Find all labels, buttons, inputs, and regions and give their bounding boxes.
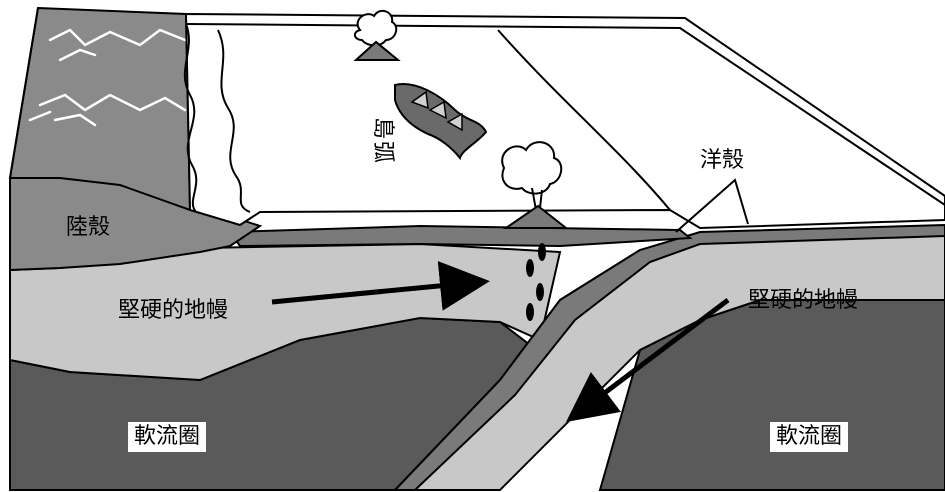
volcano-icon xyxy=(501,141,569,229)
trench-line xyxy=(497,29,671,211)
oceanic-crust-leader xyxy=(675,178,749,233)
direction-arrow-icon xyxy=(566,298,730,423)
oceanic-crust-band xyxy=(392,223,945,491)
plate-top-edge xyxy=(185,23,945,206)
coastline-2 xyxy=(217,29,251,213)
island-arc-volcanoes xyxy=(410,90,463,132)
forearc-crust xyxy=(228,224,693,248)
river-network xyxy=(28,28,187,127)
label-oceanic-crust: 洋殼 xyxy=(700,148,745,173)
label-lithosphere-left: 堅硬的地幔 xyxy=(118,298,229,323)
label-asthenosphere-right: 軟流圈 xyxy=(770,422,849,452)
coastline-1 xyxy=(183,23,198,213)
earthquake-marker-icon xyxy=(526,243,546,321)
label-asthenosphere-left: 軟流圈 xyxy=(128,422,207,452)
label-continental-crust: 陸殼 xyxy=(66,215,111,240)
label-island-arc: 島弧 xyxy=(370,117,395,166)
label-lithosphere-right: 堅硬的地幔 xyxy=(748,288,859,313)
volcano-icon xyxy=(353,9,401,61)
direction-arrow-icon xyxy=(271,260,490,311)
surface-plate xyxy=(184,12,945,230)
